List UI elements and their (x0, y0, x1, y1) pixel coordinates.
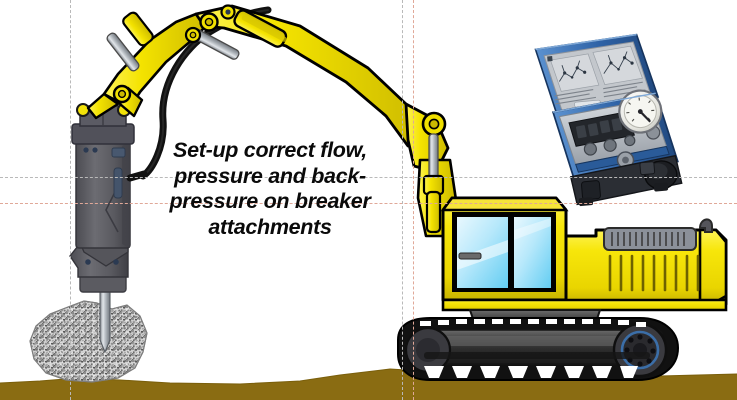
gridline-vertical-left (70, 0, 71, 400)
case-lid (534, 33, 660, 117)
hydraulic-breaker-attachment (69, 103, 135, 354)
gridline-horizontal-upper (0, 177, 737, 178)
bucket-cylinder (106, 11, 154, 72)
track-pads-bottom (424, 366, 638, 378)
gauge-ticks (626, 97, 655, 122)
display-segments (575, 118, 623, 139)
control-knob-left (583, 142, 597, 156)
track-pads-top (420, 319, 646, 327)
gridline-vertical-right (413, 0, 414, 400)
hydraulic-flow-test-kit (534, 33, 683, 207)
pressure-gauge (618, 89, 663, 134)
arm-cylinder (190, 9, 288, 60)
control-knob-right (624, 134, 636, 147)
gridline-vertical-mid (402, 0, 403, 400)
track-undercarriage (397, 317, 680, 381)
instruction-nodes (563, 56, 634, 79)
engine-vent-louvres (608, 254, 700, 292)
instruction-text-lines (554, 81, 646, 105)
sprocket-bolts (624, 334, 656, 367)
engine-housing (441, 218, 728, 312)
roof-vent-grille (611, 232, 685, 246)
control-knob-mid (603, 138, 617, 152)
case-base (551, 89, 679, 184)
excavator-boom-assembly (86, 4, 458, 238)
operator-cab (440, 196, 569, 302)
boulder (29, 300, 148, 383)
boom-cylinder (422, 133, 445, 234)
gridline-horizontal-lower (0, 203, 737, 204)
case-base-manifold (569, 154, 683, 207)
case-foot-left (578, 197, 594, 207)
case-foot-right (653, 182, 669, 192)
